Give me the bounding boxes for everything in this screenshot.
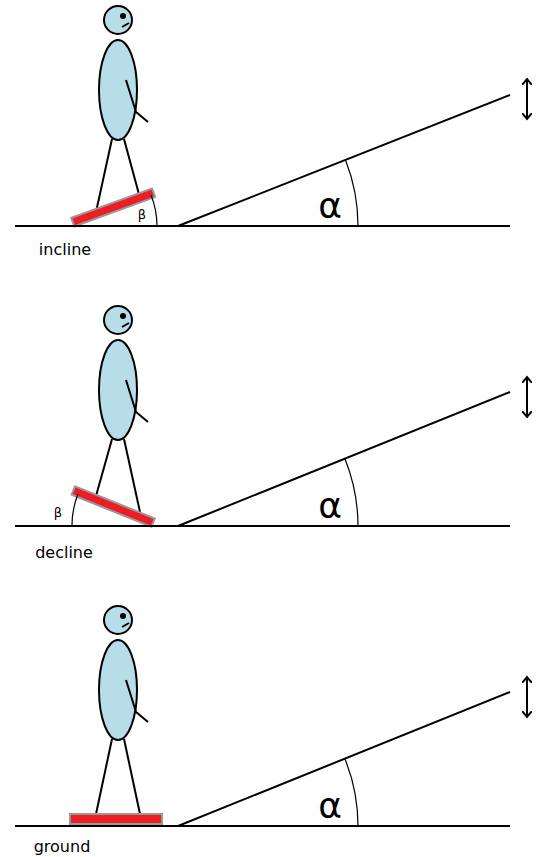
angle-label: α <box>318 188 342 224</box>
decline-panel <box>15 306 527 527</box>
panel-caption: decline <box>35 545 93 561</box>
ground-panel <box>15 606 527 826</box>
angle-label: α <box>318 788 342 824</box>
angle-label: α <box>318 488 342 524</box>
angle-label: β <box>54 506 62 519</box>
incline-panel <box>15 6 527 226</box>
angle-label: β <box>138 208 146 221</box>
panel-caption: incline <box>39 242 91 258</box>
panel-caption: ground <box>34 839 91 855</box>
